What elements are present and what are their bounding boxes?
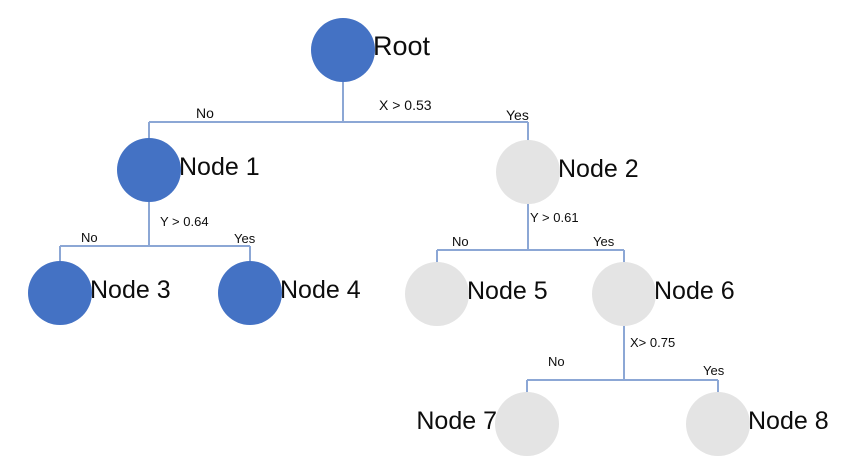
split-condition-root-cond: X > 0.53 xyxy=(379,97,432,113)
tree-node-label-node5: Node 5 xyxy=(467,276,548,305)
tree-node-label-node6: Node 6 xyxy=(654,276,735,305)
tree-node-node3[interactable] xyxy=(28,261,92,325)
tree-node-node1[interactable] xyxy=(117,138,181,202)
branch-label-n6-yes-label: Yes xyxy=(703,363,725,378)
tree-node-label-node4: Node 4 xyxy=(280,275,361,304)
tree-node-node6[interactable] xyxy=(592,262,656,326)
tree-node-node7[interactable] xyxy=(495,392,559,456)
tree-node-node8[interactable] xyxy=(686,392,750,456)
branch-label-n6-no-label: No xyxy=(548,354,565,369)
tree-node-label-node8: Node 8 xyxy=(748,406,829,435)
split-condition-n1-cond: Y > 0.64 xyxy=(160,214,209,229)
branch-label-root-yes-label: Yes xyxy=(506,107,529,123)
branch-label-root-no-label: No xyxy=(196,105,214,121)
branch-label-n1-no-label: No xyxy=(81,230,98,245)
tree-node-node2[interactable] xyxy=(496,140,560,204)
tree-node-label-node3: Node 3 xyxy=(90,275,171,304)
tree-node-label-node7: Node 7 xyxy=(416,406,497,435)
tree-node-node4[interactable] xyxy=(218,261,282,325)
tree-node-root[interactable] xyxy=(311,18,375,82)
tree-node-label-node2: Node 2 xyxy=(558,154,639,183)
tree-node-label-root: Root xyxy=(373,31,431,62)
split-condition-n6-cond: X> 0.75 xyxy=(630,335,676,350)
branch-label-n1-yes-label: Yes xyxy=(234,231,256,246)
split-condition-n2-cond: Y > 0.61 xyxy=(530,210,579,225)
branch-label-n2-no-label: No xyxy=(452,234,469,249)
tree-node-node5[interactable] xyxy=(405,262,469,326)
tree-node-label-node1: Node 1 xyxy=(179,152,260,181)
branch-label-n2-yes-label: Yes xyxy=(593,234,615,249)
